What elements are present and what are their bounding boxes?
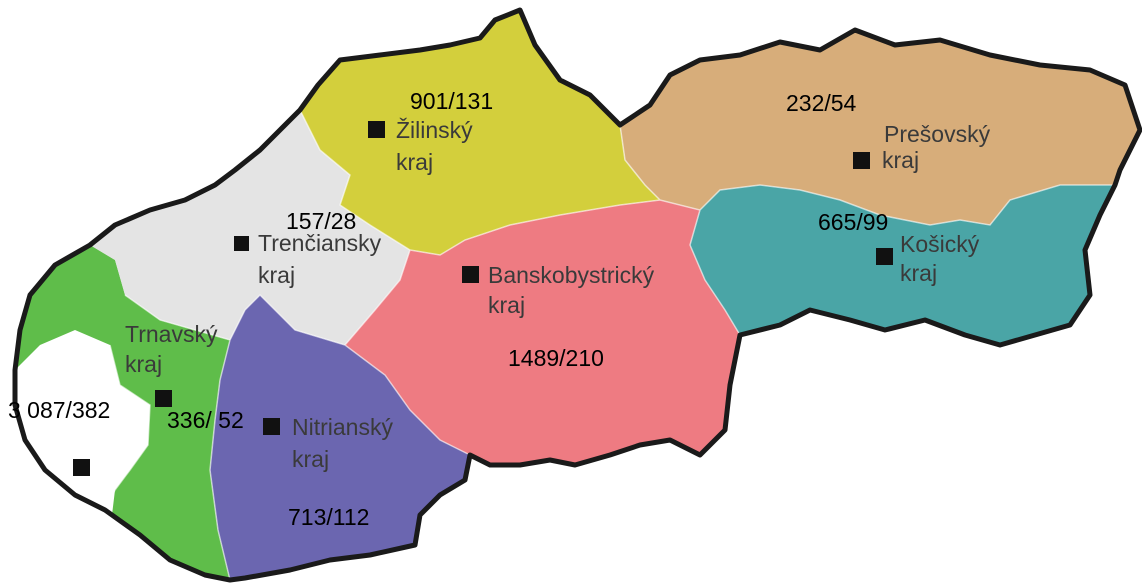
region-presovsky[interactable]	[620, 30, 1140, 225]
label-presovsky-kraj: kraj	[882, 147, 919, 173]
region-kosicky[interactable]	[690, 185, 1115, 345]
seat-marker-kosice	[876, 248, 893, 265]
label-banskobystricky-kraj: kraj	[488, 292, 525, 318]
label-kosicky-name: Košický	[900, 231, 980, 257]
region-trnavsky[interactable]	[15, 245, 230, 580]
seat-marker-trencin	[234, 236, 249, 251]
label-trenciansky-kraj: kraj	[258, 262, 295, 288]
label-banskobystricky-name: Banskobystrický	[488, 262, 655, 288]
label-presovsky-name: Prešovský	[884, 121, 991, 147]
label-zilinsky-name: Žilinský	[396, 117, 473, 143]
seat-marker-nitra	[263, 418, 280, 435]
stat-trenciansky: 157/28	[286, 208, 356, 234]
label-trenciansky-name: Trenčiansky	[258, 230, 382, 256]
stat-banskobystricky: 1489/210	[508, 345, 604, 371]
region-nitriansky[interactable]	[210, 295, 470, 580]
seat-marker-bratislava	[73, 459, 90, 476]
label-trnavsky-name: Trnavský	[125, 321, 218, 347]
label-trnavsky-kraj: kraj	[125, 351, 162, 377]
stat-trnavsky: 336/ 52	[167, 407, 244, 433]
label-kosicky-kraj: kraj	[900, 260, 937, 286]
stat-nitriansky: 713/112	[288, 504, 369, 530]
country-outline	[12, 7, 1142, 583]
seat-marker-zilina	[368, 121, 385, 138]
label-nitriansky-kraj: kraj	[292, 446, 329, 472]
stat-presovsky: 232/54	[786, 90, 857, 116]
stat-bratislavsky: 3 087/382	[8, 397, 110, 423]
region-bratislavsky[interactable]	[15, 330, 150, 510]
label-nitriansky-name: Nitrianský	[292, 414, 393, 440]
label-zilinsky-kraj: kraj	[396, 149, 433, 175]
region-zilinsky[interactable]	[300, 10, 660, 255]
stat-kosicky: 665/99	[818, 209, 888, 235]
stat-zilinsky: 901/131	[410, 88, 493, 114]
seat-marker-presov	[853, 152, 870, 169]
region-banskobystricky[interactable]	[345, 200, 740, 465]
region-trenciansky[interactable]	[90, 110, 410, 345]
seat-marker-trnava	[155, 390, 172, 407]
seat-marker-banska-bystrica	[462, 266, 479, 283]
region-borders	[104, 109, 1115, 581]
